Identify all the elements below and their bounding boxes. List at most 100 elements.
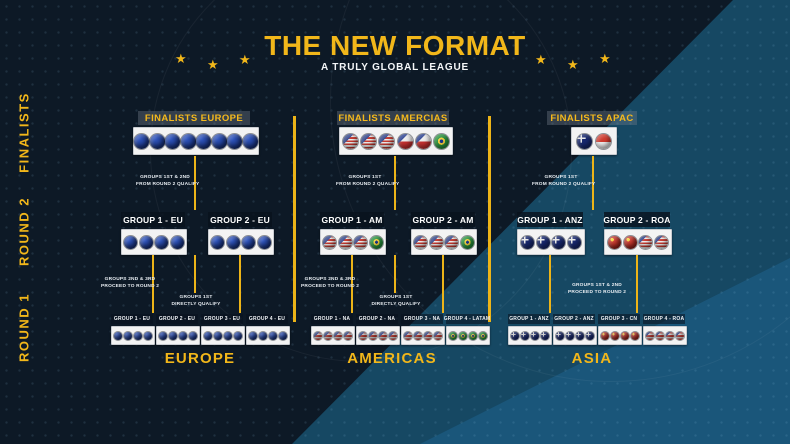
anz-flag-icon [586, 331, 594, 340]
eu-flag-icon [134, 133, 150, 149]
eu-flag-icon [227, 133, 243, 149]
americas-round1-group2-box [356, 326, 400, 345]
finalists-apac-header: FINALISTS APAC [547, 111, 637, 125]
us-flag-icon [314, 331, 322, 340]
americas-round1-group1-label: GROUP 1 - NA [311, 314, 353, 324]
eu-flag-icon [180, 133, 196, 149]
my-flag-icon [656, 331, 664, 340]
anz-flag-icon [520, 235, 534, 249]
us-flag-icon [379, 133, 395, 149]
eu-flag-icon [257, 235, 271, 249]
anz-flag-icon [541, 331, 549, 340]
eu-flag-icon [144, 331, 152, 340]
star-icon: ★ [239, 52, 251, 67]
americas-round1-group4-box [446, 326, 490, 345]
star-icon: ★ [567, 57, 579, 72]
americas-round1-group2-label: GROUP 2 - NA [356, 314, 398, 324]
europe-round2-group2-header: GROUP 2 - EU [208, 212, 272, 227]
europe-round1-group3-box [201, 326, 245, 345]
eu-flag-icon [165, 133, 181, 149]
connector-line [394, 255, 396, 293]
americas-round1-group3-box [401, 326, 445, 345]
eu-flag-icon [149, 133, 165, 149]
us-flag-icon [414, 331, 422, 340]
connector-line [239, 255, 241, 313]
europe-qualify-note: GROUPS 1ST & 2ND FROM ROUND 2 QUALIFY [136, 175, 200, 187]
us-flag-icon [361, 133, 377, 149]
connector-line [194, 255, 196, 293]
asia-round1-group4-label: GROUP 4 - ROA [643, 314, 685, 324]
eu-flag-icon [124, 235, 138, 249]
americas-direct-note: GROUPS 1ST DIRECTLY QUALIFY [371, 295, 421, 307]
region-label-americas: AMERICAS [347, 350, 437, 367]
my-flag-icon [655, 235, 669, 249]
us-flag-icon [445, 235, 459, 249]
apac-qualify-note: GROUPS 1ST FROM ROUND 2 QUALIFY [532, 175, 596, 187]
eu-flag-icon [139, 235, 153, 249]
eu-flag-icon [211, 133, 227, 149]
connector-line [194, 156, 196, 210]
my-flag-icon [646, 331, 654, 340]
apac-round2-group1-box [517, 229, 585, 255]
asia-round1-group1-label: GROUP 1 - ANZ [508, 314, 550, 324]
us-flag-icon [369, 331, 377, 340]
eu-flag-icon [211, 235, 225, 249]
anz-flag-icon [576, 133, 592, 149]
europe-round2-group1-header: GROUP 1 - EU [121, 212, 185, 227]
cn-flag-icon [623, 235, 637, 249]
anz-flag-icon [556, 331, 564, 340]
eu-flag-icon [189, 331, 197, 340]
anz-flag-icon [568, 235, 582, 249]
eu-flag-icon [204, 331, 212, 340]
eu-flag-icon [249, 331, 257, 340]
anz-flag-icon [536, 235, 550, 249]
column-divider [293, 116, 296, 322]
americas-round1-group1-box [311, 326, 355, 345]
connector-line [636, 255, 638, 313]
asia-round1-group4-box [643, 326, 687, 345]
connector-line [592, 156, 594, 210]
europe-round1-group2-label: GROUP 2 - EU [156, 314, 198, 324]
star-icon: ★ [599, 51, 611, 66]
cn-flag-icon [607, 235, 621, 249]
anz-flag-icon [511, 331, 519, 340]
asia-round1-group1-box [508, 326, 552, 345]
apac-round2-group1-header: GROUP 1 - ANZ [517, 212, 583, 227]
anz-flag-icon [566, 331, 574, 340]
eu-flag-icon [214, 331, 222, 340]
connector-line [442, 255, 444, 313]
americas-round2-group2-header: GROUP 2 - AM [411, 212, 475, 227]
finalists-europe-box [133, 127, 259, 155]
asia-round1-group3-box [598, 326, 642, 345]
eu-flag-icon [279, 331, 287, 340]
us-flag-icon [343, 133, 359, 149]
us-flag-icon [414, 235, 428, 249]
apac-round2-group2-box [604, 229, 672, 255]
eu-flag-icon [226, 235, 240, 249]
us-flag-icon [429, 235, 443, 249]
americas-qualify-note: GROUPS 1ST FROM ROUND 2 QUALIFY [336, 175, 400, 187]
region-label-europe: EUROPE [164, 350, 236, 367]
eu-flag-icon [155, 235, 169, 249]
europe-round1-group1-label: GROUP 1 - EU [111, 314, 153, 324]
asia-round1-group3-label: GROUP 3 - CN [598, 314, 640, 324]
eu-flag-icon [134, 331, 142, 340]
cn-flag-icon [631, 331, 639, 340]
us-flag-icon [323, 235, 337, 249]
finalists-europe-header: FINALISTS EUROPE [138, 111, 250, 125]
finalists-americas-header: FINALISTS AMERCIAS [337, 111, 449, 125]
americas-round1-group4-label: GROUP 4 - LATAM [443, 314, 491, 324]
br-flag-icon [460, 235, 474, 249]
americas-round2-group2-box [411, 229, 477, 255]
id-flag-icon [596, 133, 612, 149]
europe-round1-group1-box [111, 326, 155, 345]
side-label-round1: ROUND 1 [16, 293, 32, 363]
eu-flag-icon [170, 235, 184, 249]
br-flag-icon [369, 235, 383, 249]
eu-flag-icon [124, 331, 132, 340]
us-flag-icon [334, 331, 342, 340]
finalists-apac-box [571, 127, 617, 155]
br-flag-icon [433, 133, 449, 149]
eu-flag-icon [242, 235, 256, 249]
my-flag-icon [639, 235, 653, 249]
